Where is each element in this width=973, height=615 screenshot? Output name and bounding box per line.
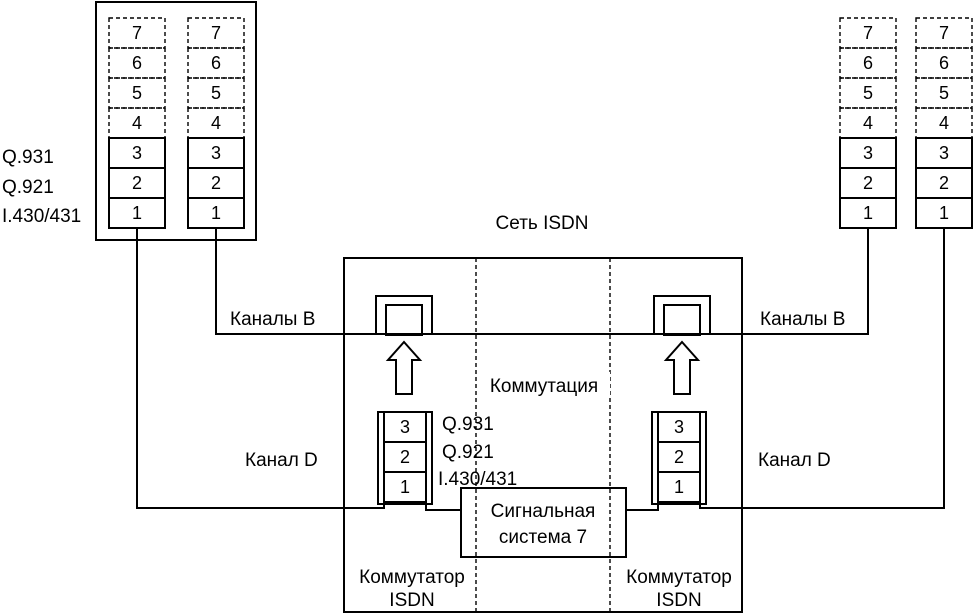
layer-1: 1 [400, 477, 410, 497]
right-up-arrow-icon [663, 340, 701, 395]
left-protocol-layer2: Q.921 [2, 177, 54, 198]
layer-1: 1 [674, 477, 684, 497]
left-terminal-frame [95, 1, 257, 241]
layer-1: 1 [132, 203, 142, 223]
layer-3: 3 [863, 143, 873, 163]
left-protocol-layer3: Q.931 [2, 147, 54, 168]
signaling-system-7-line1: Сигнальная [491, 501, 596, 522]
layer-6: 6 [863, 53, 873, 73]
layer-5: 5 [863, 83, 873, 103]
layer-6: 6 [132, 53, 142, 73]
layer-1: 1 [939, 203, 949, 223]
network-protocol-layer3: Q.931 [442, 414, 494, 435]
right-stack-a: 7 6 5 4 3 2 1 [839, 17, 897, 229]
layer-3: 3 [939, 143, 949, 163]
switching-label: Коммутация [490, 376, 598, 397]
isdn-network: Коммутация 3 2 1 Q.931 Q.921 I.430/431 3… [343, 257, 743, 613]
right-switch-element [653, 295, 711, 336]
layer-7: 7 [132, 23, 142, 43]
left-d-channel-line [136, 228, 385, 509]
network-protocol-layer2: Q.921 [442, 442, 494, 463]
left-up-arrow-icon [385, 340, 423, 395]
network-protocol-layer1: I.430/431 [438, 469, 517, 490]
layer-7: 7 [939, 23, 949, 43]
layer-2: 2 [939, 173, 949, 193]
layer-2: 2 [674, 447, 684, 467]
layer-3: 3 [674, 417, 684, 437]
right-switch-label-line2: ISDN [656, 590, 701, 611]
left-stack-to-ss7-line [425, 502, 461, 511]
layer-2: 2 [400, 447, 410, 467]
layer-4: 4 [132, 113, 142, 133]
layer-2: 2 [132, 173, 142, 193]
right-d-channel-line [699, 228, 945, 509]
right-stack-b: 7 6 5 4 3 2 1 [915, 17, 973, 229]
layer-5: 5 [132, 83, 142, 103]
left-b-channel-line [215, 228, 376, 335]
left-stack-a: 7 6 5 4 3 2 1 [108, 17, 166, 229]
connection-lines [136, 228, 945, 511]
left-protocol-layer1: I.430/431 [2, 206, 81, 227]
layer-3: 3 [132, 143, 142, 163]
layer-7: 7 [863, 23, 873, 43]
left-d-channel-label: Канал D [245, 450, 318, 471]
left-switch-element [375, 295, 433, 336]
left-stack-b: 7 6 5 4 3 2 1 [187, 17, 245, 229]
switching-label-bg [478, 372, 610, 398]
right-b-channels-label: Каналы B [760, 309, 845, 330]
left-switch-label-line2: ISDN [389, 590, 434, 611]
right-stack-to-ss7-line [626, 502, 659, 511]
network-title: Сеть ISDN [496, 213, 589, 234]
layer-6: 6 [939, 53, 949, 73]
layer-1: 1 [211, 203, 221, 223]
layer-4: 4 [211, 113, 221, 133]
layer-7: 7 [211, 23, 221, 43]
right-signaling-stack: 3 2 1 [651, 411, 707, 505]
network-frame [343, 257, 743, 613]
layer-3: 3 [400, 417, 410, 437]
left-switch-label-line1: Коммутатор [359, 567, 465, 588]
right-terminal: 7 6 5 4 3 2 1 7 6 5 4 3 2 1 [839, 17, 973, 229]
signaling-system-7-box [460, 487, 627, 558]
layer-5: 5 [939, 83, 949, 103]
left-signaling-stack: 3 2 1 [377, 411, 433, 505]
layer-3: 3 [211, 143, 221, 163]
left-b-channels-label: Каналы B [230, 309, 315, 330]
right-switch-label-line1: Коммутатор [626, 567, 732, 588]
left-terminal: 7 6 5 4 3 2 1 7 6 5 4 3 2 1 Q.931 Q.921 [2, 1, 257, 241]
layer-5: 5 [211, 83, 221, 103]
right-b-channel-line [710, 228, 869, 335]
layer-1: 1 [863, 203, 873, 223]
layer-2: 2 [211, 173, 221, 193]
layer-2: 2 [863, 173, 873, 193]
right-d-channel-label: Канал D [758, 450, 831, 471]
layer-6: 6 [211, 53, 221, 73]
layer-4: 4 [939, 113, 949, 133]
signaling-system-7-line2: система 7 [499, 527, 587, 548]
layer-4: 4 [863, 113, 873, 133]
